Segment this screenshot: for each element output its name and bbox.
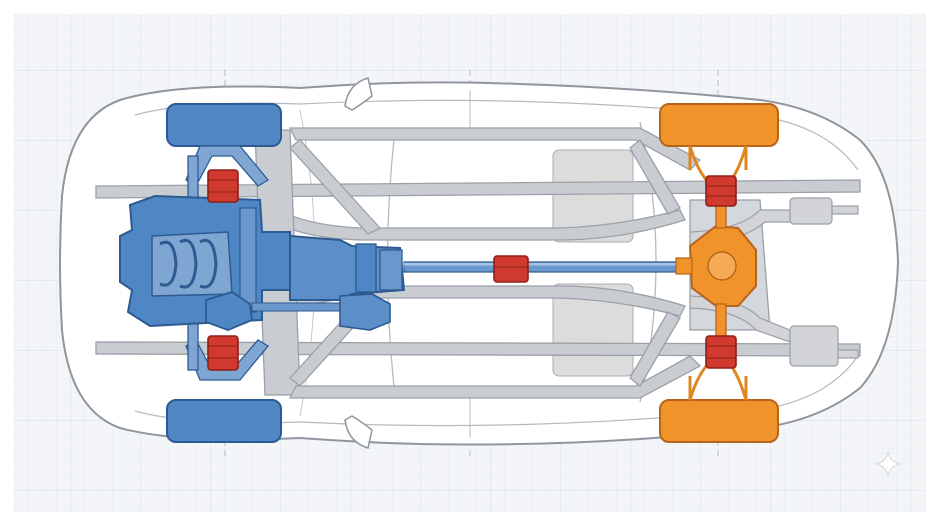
front-right-wheel xyxy=(166,399,282,443)
rear-differential xyxy=(675,189,757,345)
engine-block xyxy=(119,194,291,328)
front-suspension xyxy=(185,145,269,381)
side-mirror-bottom xyxy=(344,415,373,449)
front-differential xyxy=(205,291,391,331)
sparkle-icon xyxy=(875,451,901,477)
rear-glass-top xyxy=(552,149,634,243)
engine-mount-front-bottom xyxy=(207,335,239,371)
rear-mount-bottom xyxy=(705,335,737,369)
rear-left-wheel xyxy=(659,103,779,147)
rear-mount-top xyxy=(705,175,737,207)
rear-right-wheel xyxy=(659,399,779,443)
front-left-wheel xyxy=(166,103,282,147)
chassis-frame xyxy=(95,127,861,399)
transmission xyxy=(289,234,406,301)
side-mirror-top xyxy=(344,77,373,111)
engine-mount-front-top xyxy=(207,169,239,203)
propeller-shaft-highlight xyxy=(404,263,688,266)
driveshaft-center-mount xyxy=(493,255,529,283)
